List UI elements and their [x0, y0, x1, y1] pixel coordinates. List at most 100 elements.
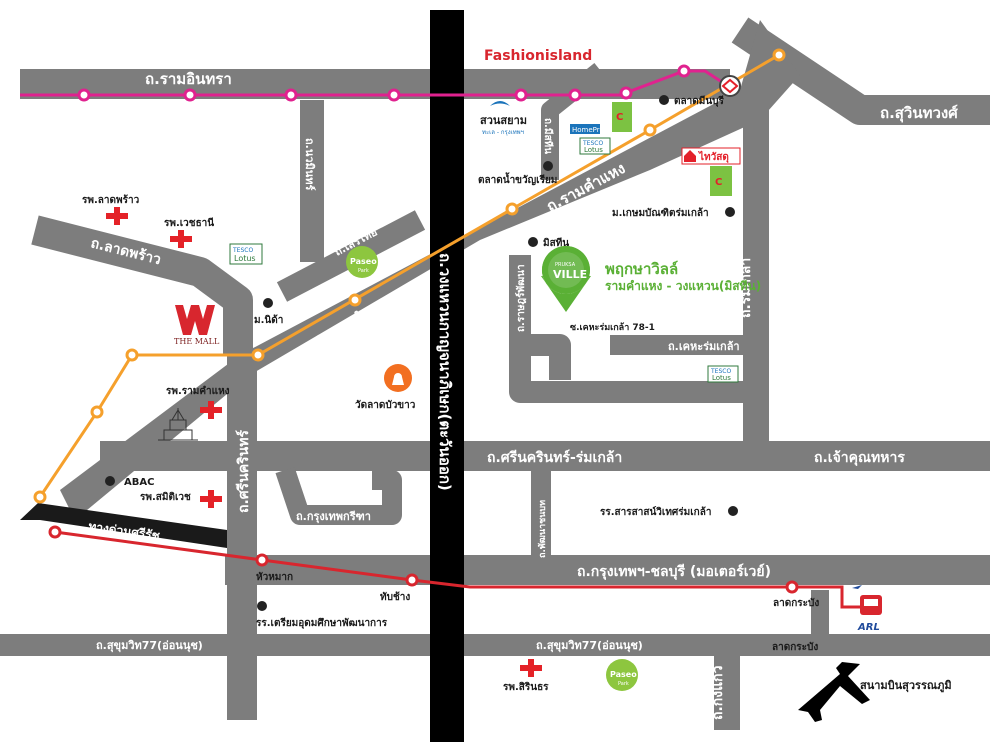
lat-krabang-station-label: ลาดกระบัง: [773, 597, 819, 609]
lat-phrao-hospital-label: รพ.ลาดพร้าว: [82, 194, 140, 206]
svg-text:Lotus: Lotus: [712, 374, 731, 382]
thap-chang-label: ทับช้าง: [380, 591, 410, 603]
project-logo-main: VILLE: [553, 268, 587, 281]
suan-siam-sub: ทะเล - กรุงเทพฯ: [482, 129, 524, 136]
kasem-bundit-label: ม.เกษมบัณฑิตร่มเกล้า: [612, 207, 709, 219]
talad-minburi-label: ตลาดมีนบุรี: [674, 95, 725, 107]
wat-lat-bua-khao-icon: [384, 364, 412, 392]
abac-label: ABAC: [124, 477, 154, 488]
rail-orange-station: [90, 405, 104, 419]
rail-pink-station: [183, 88, 197, 102]
rail-pink-station: [387, 88, 401, 102]
road-label-khet-romklao: ถ.เคหะร่มเกล้า: [668, 340, 740, 353]
sarasas-school-label: รร.สารสาสน์วิเทศร่มเกล้า: [600, 506, 711, 518]
svg-text:C: C: [715, 177, 722, 188]
rail-red-station: [255, 553, 269, 567]
suan-siam-logo: สวนสยาม ทะเล - กรุงเทพฯ: [480, 101, 527, 136]
temple-icon-left: [158, 408, 198, 441]
road-label-sukhumvit77-a: ถ.สุขุมวิท77(อ่อนนุช): [96, 639, 203, 653]
rail-orange-station: [643, 123, 657, 137]
lotus-label: Lotus: [584, 146, 603, 154]
project-name: พฤกษาวิลล์: [605, 260, 678, 278]
sarasas-school-dot: [728, 506, 738, 516]
triam-school-dot: [257, 601, 267, 611]
paseo-label-bottom: Paseo: [610, 670, 637, 679]
rail-orange-station: [33, 490, 47, 504]
abac-dot: [105, 476, 115, 486]
samitivej-hospital-cross: [200, 490, 222, 508]
svg-text:C: C: [616, 112, 623, 123]
road-label-phatthanachonnabot: ถ.พัฒนาชนบท: [537, 500, 548, 558]
road-label-ram-inthra: ถ.รามอินทรา: [145, 70, 232, 88]
project-logo-top: PRUKSA: [555, 262, 576, 268]
lat-krabang-area-label: ลาดกระบัง: [772, 641, 818, 653]
bigc-logo-right: C: [710, 166, 732, 196]
rail-pink-station: [77, 88, 91, 102]
rail-orange-station: [251, 348, 265, 362]
road-label-srinakarin: ถ.ศรีนครินทร์: [235, 430, 252, 513]
mistine-dot: [528, 237, 538, 247]
rail-pink-stations: [77, 64, 691, 102]
mistine-label: มิสทีน: [543, 237, 569, 249]
rail-orange-station: [772, 48, 786, 62]
svg-text:TESCO: TESCO: [710, 368, 731, 375]
road-label-krungthep-kritha: ถ.กรุงเทพกรีฑา: [296, 510, 371, 524]
paseo-sub-top: Park: [358, 268, 369, 274]
rail-orange-station: [505, 202, 519, 216]
road-kanchanaphisek: [430, 10, 464, 742]
triam-school-label: รร.เตรียมอุดมศึกษาพัฒนาการ: [256, 617, 388, 629]
sirinthorn-hospital-cross: [520, 659, 542, 677]
tesco-label: TESCO: [582, 140, 603, 147]
project-marker: PRUKSA VILLE: [541, 246, 591, 312]
ramkhamhaeng-hospital-cross: [200, 401, 222, 419]
road-mistine-branch: [541, 62, 606, 180]
rail-orange-station: [348, 293, 362, 307]
rail-pink-station: [514, 88, 528, 102]
rail-pink-station: [677, 64, 691, 78]
svg-text:Lotus: Lotus: [234, 254, 256, 263]
rail-orange-stations: [33, 48, 786, 504]
thaiwatsadu-label: ไทวัสดุ: [698, 150, 729, 163]
paseo-logo-bottom: Paseo Park: [606, 659, 638, 691]
talad-minburi-dot: [659, 95, 669, 105]
svg-text:TESCO: TESCO: [232, 247, 253, 254]
talad-nam-khwan-label: ตลาดน้ำขวัญเรียม: [478, 172, 557, 186]
wat-lat-bua-khao-label: วัดลาดบัวขาว: [355, 399, 416, 411]
road-label-ratburana: ถ.ราษฎร์พัฒนา: [515, 264, 527, 332]
road-lat-phrao: [31, 215, 253, 355]
hua-mak-label: หัวหมาก: [256, 571, 293, 583]
road-label-suwinthawong: ถ.สุวินทวงศ์: [880, 104, 958, 123]
homepro-label: HomePro: [572, 126, 604, 134]
rail-pink-station: [619, 86, 633, 100]
rail-pink-station: [284, 88, 298, 102]
soi-romklao-label: ซ.เคหะร่มเกล้า 78-1: [570, 322, 655, 333]
samitivej-hospital-label: รพ.สมิติเวช: [140, 491, 191, 503]
arl-label: ARL: [857, 622, 880, 633]
paseo-logo-top: Paseo Park: [346, 246, 378, 278]
rail-red-stations: [48, 525, 799, 594]
interchange-icon: [719, 75, 741, 97]
road-label-romklao: ถ.ร่มเกล้า: [738, 258, 754, 318]
suan-siam-label: สวนสยาม: [480, 114, 527, 127]
road-label-sukhumvit77-b: ถ.สุขุมวิท77(อ่อนนุช): [536, 639, 643, 653]
tesco-lotus-logo-left: TESCO Lotus: [229, 243, 263, 265]
tesco-lotus-logo-top: TESCO Lotus: [579, 137, 611, 155]
road-label-kingkaew: ถ.กิ่งแก้ว: [707, 665, 726, 720]
rail-red-station: [405, 573, 419, 587]
fashion-island-logo: Fashionisland: [484, 48, 592, 64]
road-label-kanchanaphisek: ถ.วงแหวนกาญจนาภิเษก(ตะวันออก): [436, 253, 454, 491]
road-label-mistine: ถ.มีสทีน: [542, 118, 554, 154]
road-si-rat-expressway: [20, 503, 227, 548]
the-mall-label: THE MALL: [174, 337, 220, 346]
arl-train-icon: ARL: [852, 585, 882, 633]
vejthani-hospital-label: รพ.เวชธานี: [164, 217, 214, 229]
kasem-bundit-dot: [725, 207, 735, 217]
road-ratburana: [509, 255, 756, 403]
road-label-motorway: ถ.กรุงเทพฯ-ชลบุรี (มอเตอร์เวย์): [577, 563, 771, 580]
vejthani-hospital: รพ.เวชธานี: [164, 217, 214, 248]
ramkhamhaeng-hospital-label: รพ.รามคำแหง: [166, 385, 230, 397]
talad-nam-khwan-dot: [543, 161, 553, 171]
sirinthorn-hospital-label: รพ.สิรินธร: [503, 681, 549, 693]
